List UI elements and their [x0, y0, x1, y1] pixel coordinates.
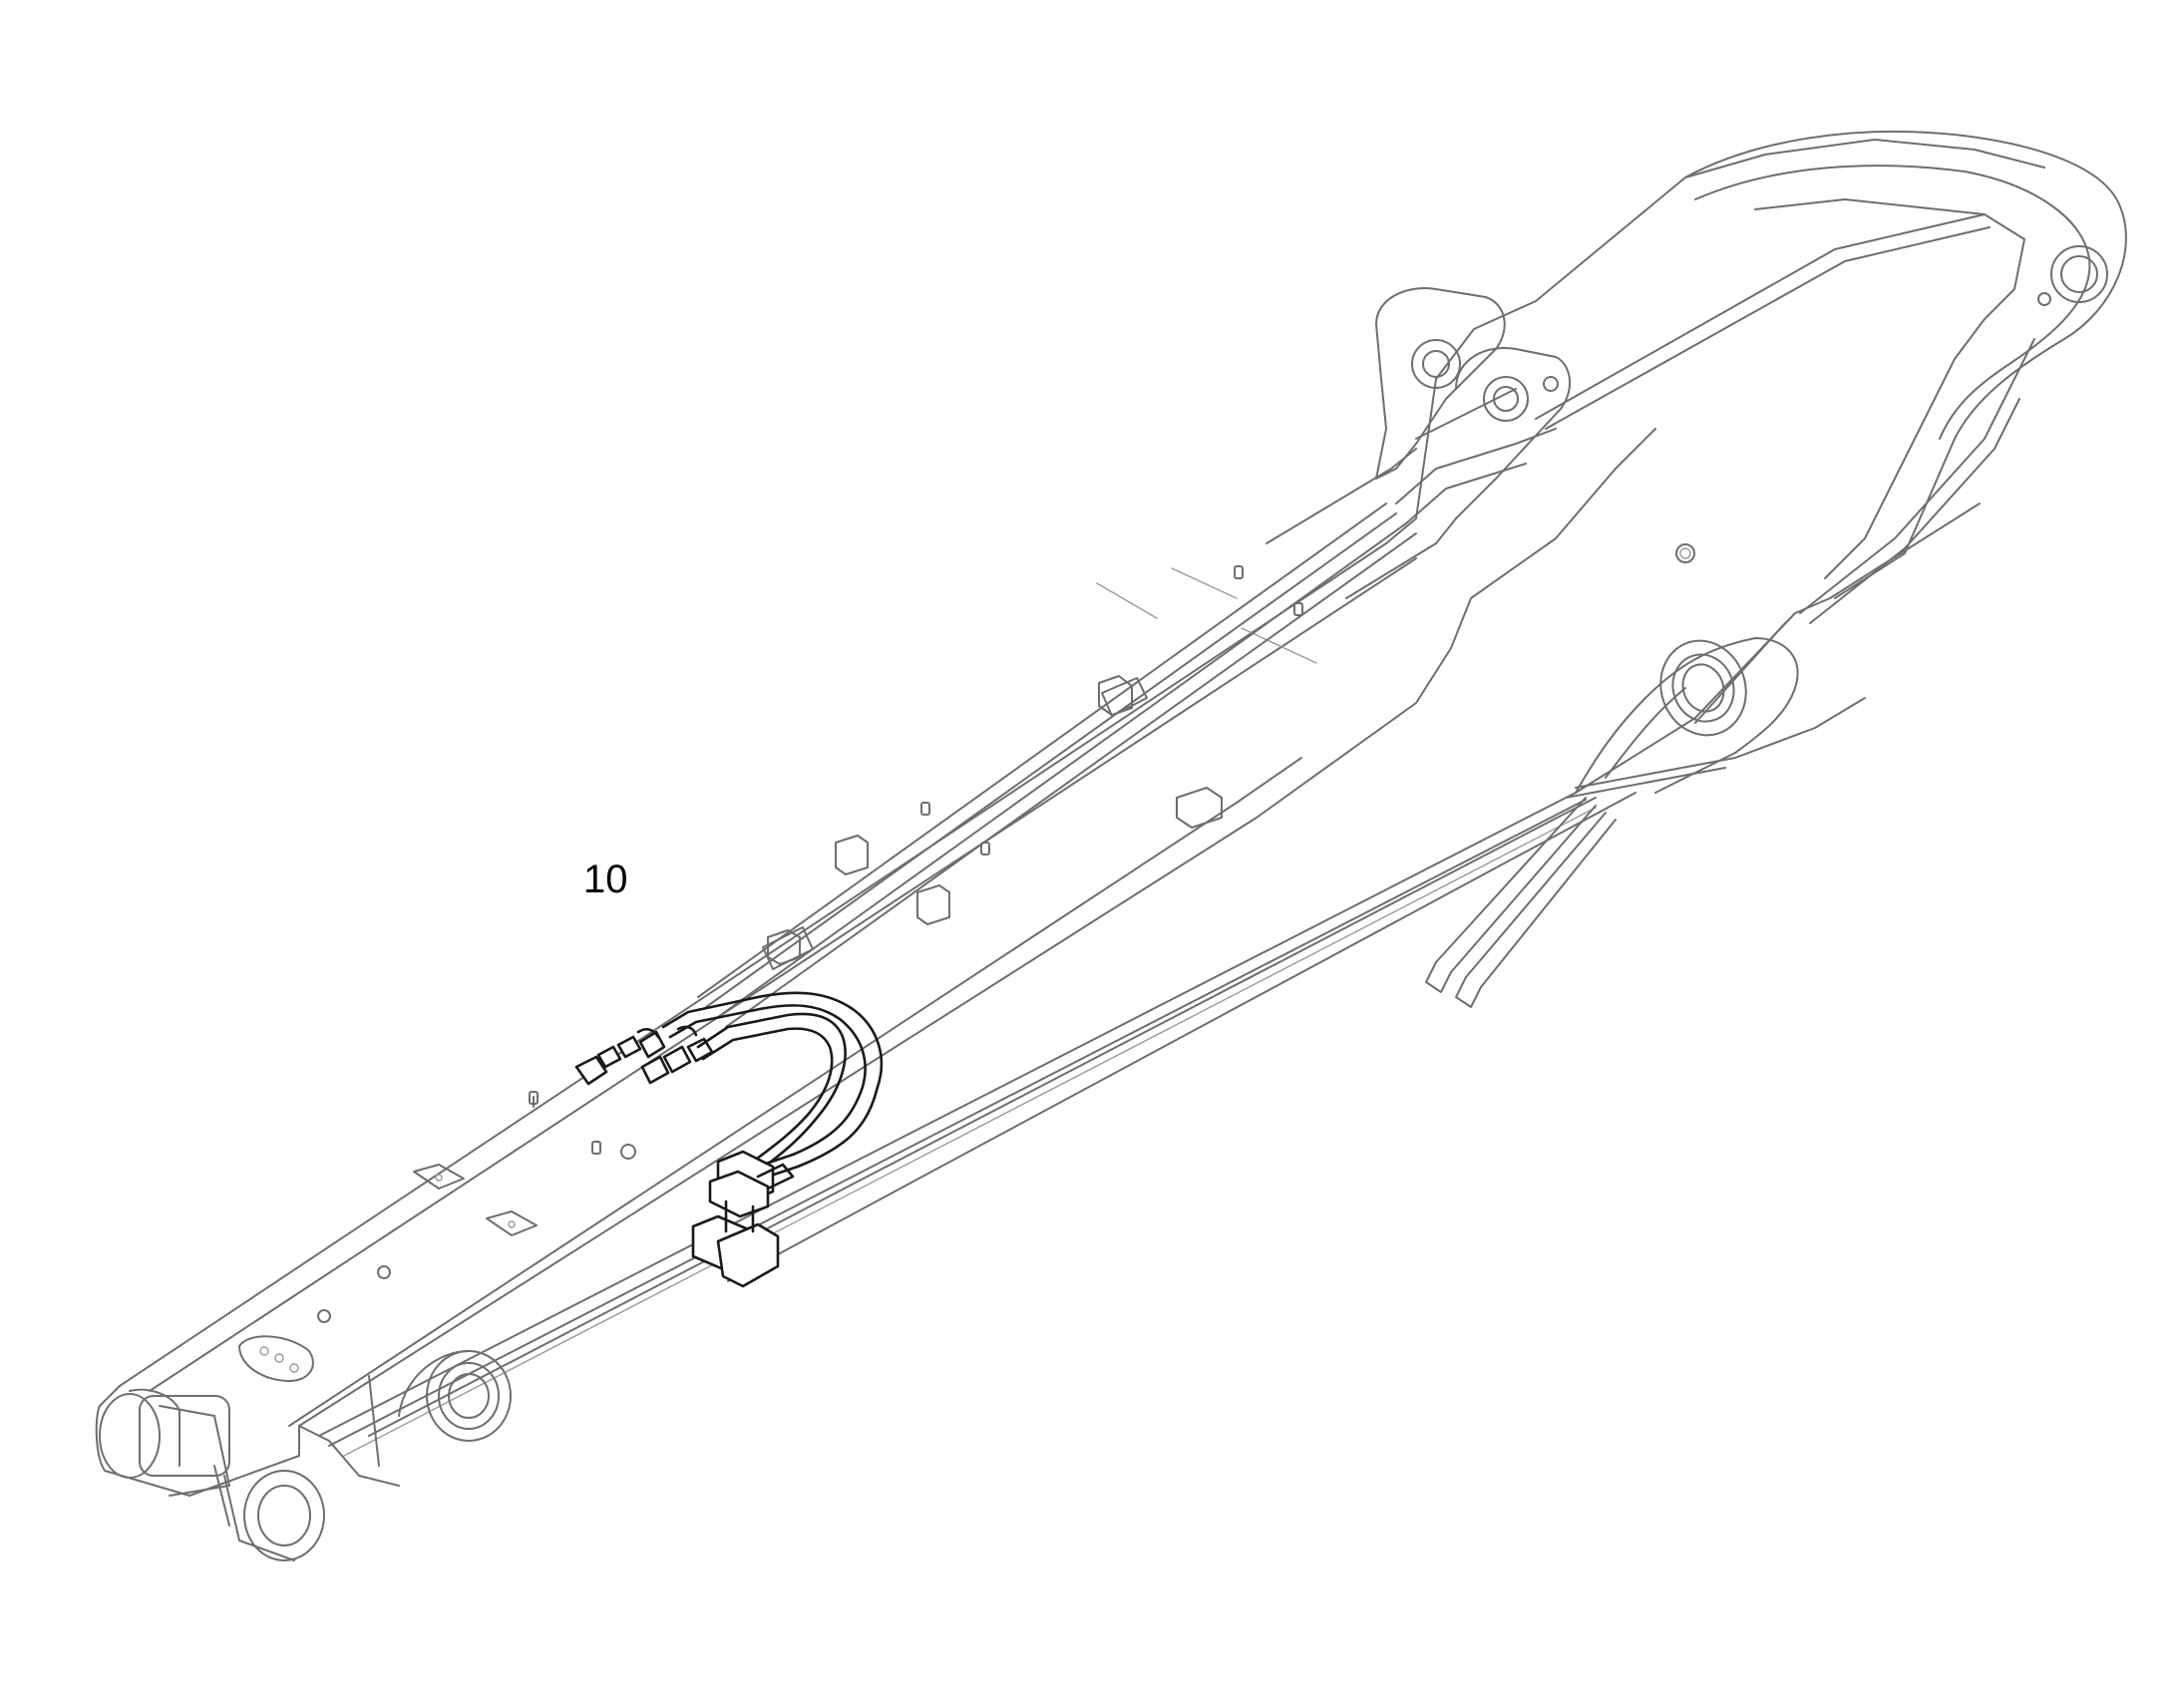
- callout-label: 10: [583, 857, 628, 901]
- hose-assembly: [574, 991, 884, 1288]
- callouts: 10: [583, 857, 628, 901]
- hydraulic-tubes: [697, 213, 2035, 1028]
- top-plate-parts: [238, 565, 1303, 1382]
- arm-body: [95, 131, 2127, 1561]
